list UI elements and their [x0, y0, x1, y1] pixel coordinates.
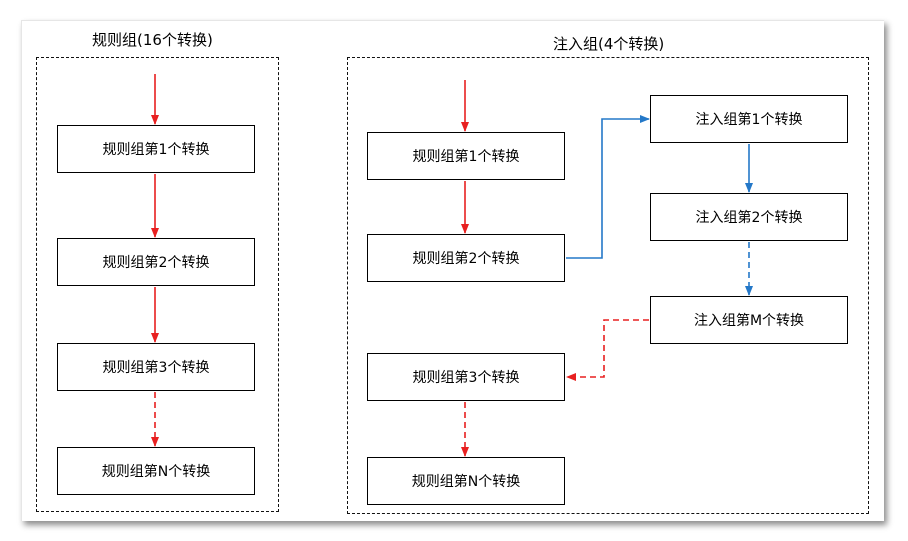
- injected-group-border: [347, 57, 869, 514]
- injected-group-title: 注入组(4个转换): [553, 35, 665, 53]
- regular-group-border: [36, 57, 279, 512]
- regular-node-1: 规则组第1个转换: [57, 125, 255, 173]
- injected-regular-node-n: 规则组第N个转换: [367, 457, 565, 505]
- injected-node-2: 注入组第2个转换: [650, 193, 848, 241]
- injected-regular-node-2: 规则组第2个转换: [367, 234, 565, 282]
- regular-node-3: 规则组第3个转换: [57, 343, 255, 391]
- injected-regular-node-1: 规则组第1个转换: [367, 132, 565, 180]
- regular-node-2: 规则组第2个转换: [57, 238, 255, 286]
- injected-node-1: 注入组第1个转换: [650, 95, 848, 143]
- arrow-return-to-regular: [566, 319, 649, 381]
- regular-group-title: 规则组(16个转换): [92, 31, 213, 49]
- arrow-interrupt-to-injected: [566, 115, 650, 259]
- injected-node-m: 注入组第M个转换: [650, 296, 848, 344]
- regular-node-n: 规则组第N个转换: [57, 447, 255, 495]
- injected-regular-node-3: 规则组第3个转换: [367, 353, 565, 401]
